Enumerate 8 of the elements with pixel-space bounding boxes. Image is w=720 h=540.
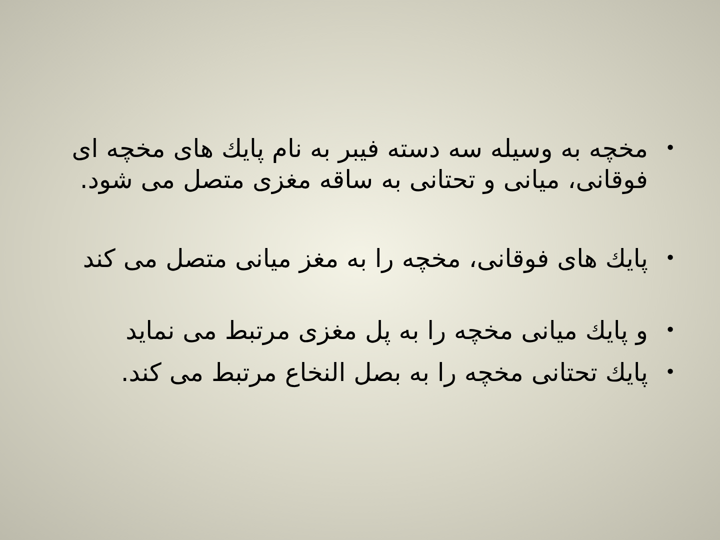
bullet-text: مخچه به وسیله سه دسته فیبر به نام پایك های مخچه ای فوقانی، میانی و تحتانی به ساقه مغزی متصل می شود. [70, 133, 648, 195]
bullet-text: و پایك میانی مخچه را به پل مغزی مرتبط می نماید [124, 315, 648, 346]
bullet-text: پایك تحتانی مخچه را به بصل النخاع مرتبط می كند. [120, 357, 648, 388]
bullet: • [665, 137, 676, 161]
bullet-text: پایك های فوقانی، مخچه را به مغز میانی متصل می كند [82, 243, 648, 274]
bullet: • [665, 319, 676, 343]
bullet: • [665, 361, 676, 385]
bullet: • [665, 247, 676, 271]
